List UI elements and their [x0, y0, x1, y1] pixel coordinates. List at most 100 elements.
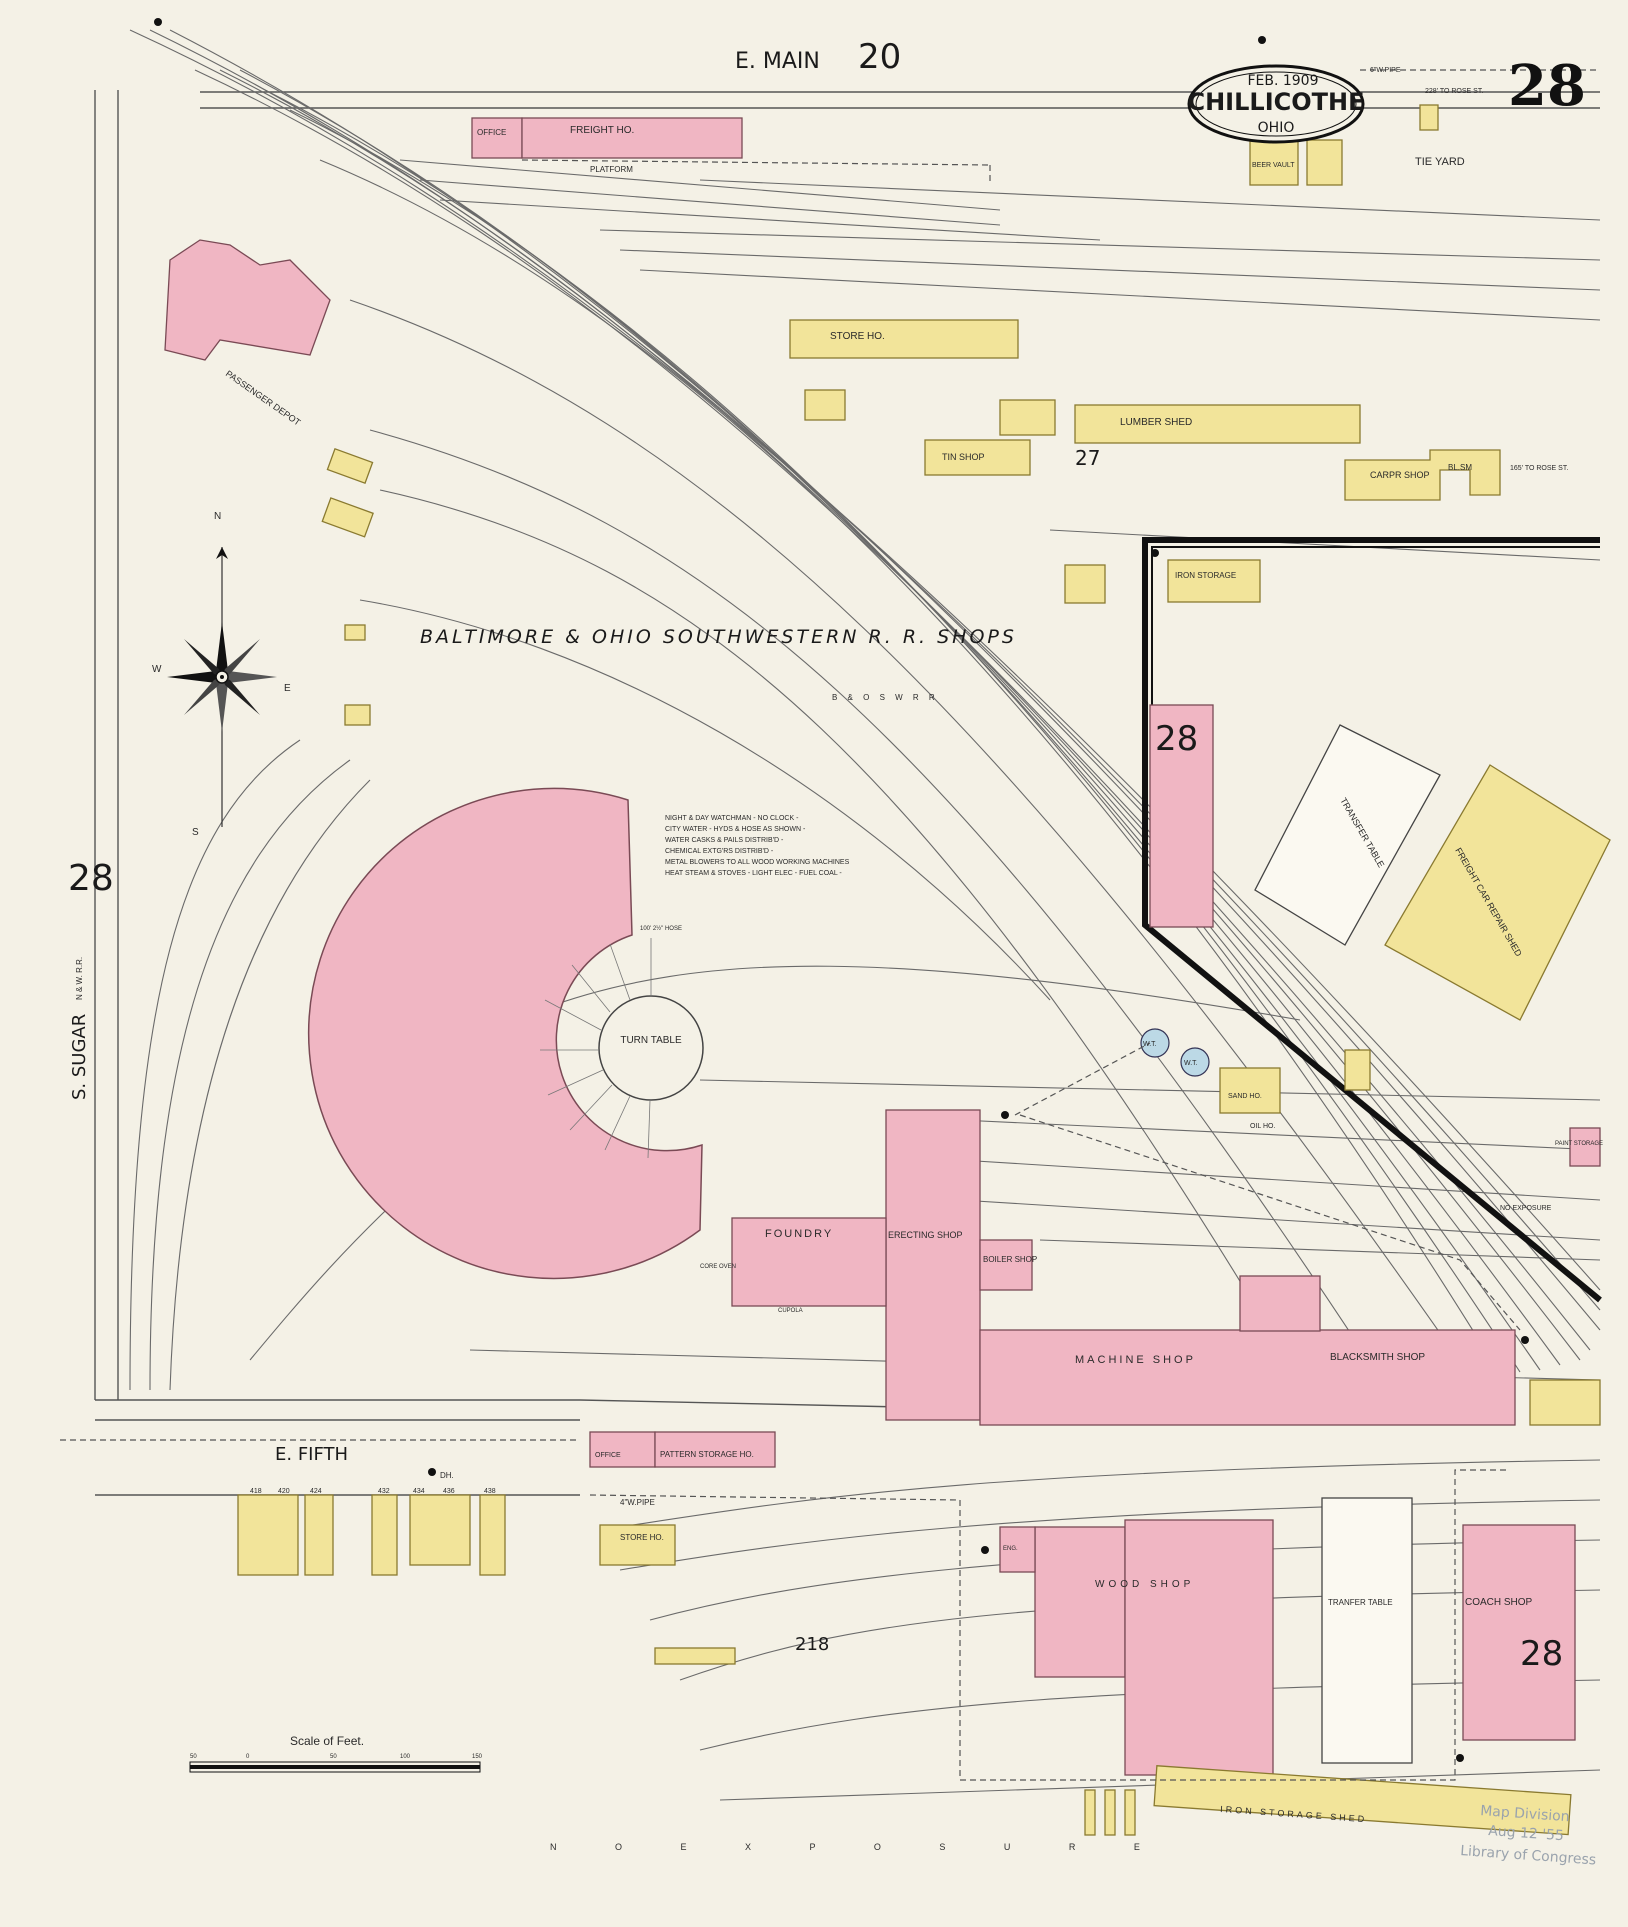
scale-title: Scale of Feet.	[290, 1734, 364, 1748]
freight-house	[521, 117, 743, 159]
scale-bar	[189, 1761, 481, 1773]
tranfer-table-outline	[1321, 1497, 1413, 1764]
property-boundary	[1142, 537, 1602, 1303]
note-chem: CHEMICAL EXTG'RS DISTRIB'D -	[665, 848, 774, 855]
store-house-2	[599, 1524, 676, 1566]
block-number-28-b: 28	[1520, 1634, 1563, 1674]
dwelling-434	[409, 1494, 471, 1566]
label-dh: DH.	[440, 1471, 454, 1480]
label-office-2: OFFICE	[595, 1452, 621, 1459]
sand-house	[1219, 1067, 1281, 1114]
label-freight-ho: FREIGHT HO.	[570, 125, 634, 136]
svg-text:E: E	[284, 683, 291, 694]
svg-text:S: S	[192, 827, 199, 838]
label-coach-shop: COACH SHOP	[1465, 1597, 1533, 1608]
house-number-438: 438	[484, 1488, 496, 1495]
wood-shop	[1124, 1519, 1274, 1776]
block-number-218: 218	[795, 1634, 829, 1655]
note-heat: HEAT STEAM & STOVES - LIGHT ELEC - FUEL …	[665, 870, 842, 877]
label-cupola: CUPOLA	[778, 1308, 803, 1314]
label-machine-shop: MACHINE SHOP	[1075, 1354, 1196, 1366]
stamp-line-1: Map Division	[1480, 1803, 1570, 1825]
label-no-exposure: NO EXPOSURE	[1500, 1205, 1552, 1212]
shed-a	[804, 389, 846, 421]
state-name: OHIO	[1258, 120, 1295, 136]
open-structures	[1254, 724, 1441, 1764]
label-iron-storage: IRON STORAGE	[1175, 571, 1236, 580]
label-store-ho: STORE HO.	[830, 331, 885, 342]
svg-text:W: W	[152, 664, 162, 675]
paint-storage	[1569, 1127, 1601, 1167]
svg-text:N: N	[214, 511, 221, 522]
scale-tick-0: 0	[246, 1754, 250, 1760]
street-s-sugar: S. SUGAR	[69, 1014, 90, 1100]
label-lumber-shed: LUMBER SHED	[1120, 417, 1192, 428]
office-building-2	[589, 1431, 656, 1468]
shed-right	[1529, 1379, 1601, 1426]
dwelling-432	[371, 1494, 398, 1576]
frame-buildings	[237, 104, 1611, 1836]
erecting-shop	[885, 1109, 981, 1421]
transfer-table-outline	[1254, 724, 1441, 946]
map-date: FEB. 1909	[1247, 73, 1318, 89]
water-tank-2	[1180, 1047, 1210, 1077]
label-erecting-shop: ERECTING SHOP	[888, 1230, 963, 1240]
label-turn-table: TURN TABLE	[620, 1035, 682, 1046]
label-to-rose-2: 165' TO ROSE ST.	[1510, 465, 1568, 472]
label-eng: ENG.	[1003, 1546, 1018, 1552]
dwelling-418	[237, 1494, 299, 1576]
note-casks: WATER CASKS & PAILS DISTRIB'D -	[665, 837, 784, 844]
carpenter-shop	[1344, 449, 1501, 501]
oil-house-small	[1064, 564, 1106, 604]
boiler-shop	[979, 1239, 1033, 1291]
small-yellow-shed	[1344, 1049, 1371, 1091]
map-title: BALTIMORE & OHIO SOUTHWESTERN R. R. SHOP…	[420, 626, 1017, 648]
scale-tick-50a: 50	[190, 1754, 197, 1760]
shed-h	[321, 497, 374, 538]
label-platform: PLATFORM	[590, 165, 633, 174]
house-number-436: 436	[443, 1488, 455, 1495]
shed-tie-yard	[1419, 104, 1439, 131]
sheet-number: 28	[1508, 53, 1586, 119]
scale-tick-150: 150	[472, 1754, 483, 1760]
house-number-434: 434	[413, 1488, 425, 1495]
label-beer-vault: BEER VAULT	[1252, 162, 1295, 169]
block-number-28-a: 28	[1155, 719, 1198, 759]
note-watchman: NIGHT & DAY WATCHMAN - NO CLOCK -	[665, 815, 799, 822]
label-oil-ho: OIL HO.	[1250, 1123, 1275, 1130]
blacksmith-annex	[1239, 1275, 1321, 1332]
note-water: CITY WATER - HYDS & HOSE AS SHOWN -	[665, 826, 806, 833]
dwelling-438	[479, 1494, 506, 1576]
shed-i	[344, 624, 366, 641]
coach-shop	[1462, 1524, 1576, 1741]
label-nw-rr: N & W. R.R.	[75, 957, 84, 1000]
label-wood-shop: WOOD SHOP	[1095, 1579, 1194, 1590]
lumber-shed	[1074, 404, 1361, 444]
small-shed-b	[1104, 1789, 1116, 1836]
turn-table-stalls	[540, 938, 652, 1159]
compass-rose: N W E S	[152, 511, 291, 838]
label-pipe-4: 4"W.PIPE	[620, 1498, 655, 1507]
city-cartouche	[1187, 64, 1365, 144]
freight-car-repair-shed	[1384, 764, 1611, 1021]
street-e-fifth: E. FIFTH	[275, 1444, 348, 1465]
shed-small	[999, 399, 1056, 436]
express-shed	[326, 447, 374, 485]
label-sand-ho: SAND HO.	[1228, 1093, 1262, 1100]
scale-tick-100: 100	[400, 1754, 411, 1760]
shed-j	[344, 704, 371, 726]
foundry	[731, 1217, 887, 1307]
machine-shop	[979, 1329, 1516, 1426]
small-yellow-1	[654, 1647, 736, 1665]
label-office: OFFICE	[477, 128, 506, 137]
pattern-storage	[654, 1431, 776, 1468]
label-paint-storage: PAINT STORAGE	[1555, 1141, 1603, 1147]
label-to-rose: 228' TO ROSE ST.	[1425, 88, 1483, 95]
label-pattern-storage: PATTERN STORAGE HO.	[660, 1450, 754, 1459]
label-no-exposure-bottom: N O E X P O S U R E	[550, 1842, 1168, 1852]
label-boiler-shop: BOILER SHOP	[983, 1255, 1037, 1264]
stamp-line-2: Aug 12 '55	[1488, 1823, 1565, 1844]
house-number-424: 424	[310, 1488, 322, 1495]
label-tin-shop: TIN SHOP	[942, 452, 985, 462]
